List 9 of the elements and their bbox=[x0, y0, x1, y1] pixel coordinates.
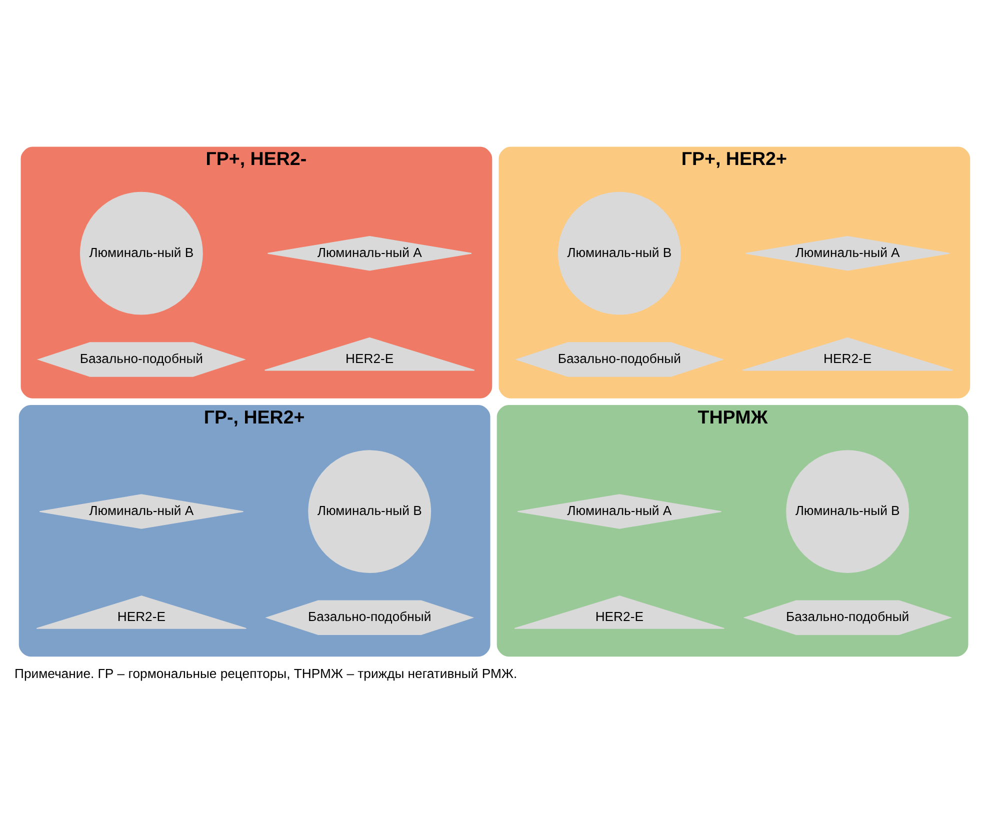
caption: Примечание. ГР – гормональные рецепторы, ТНРМЖ – трижды негативный РМЖ. bbox=[14, 665, 518, 680]
node-diamond: Люминаль-ный А bbox=[745, 235, 950, 270]
node-circle: Люминаль-ный В bbox=[308, 450, 432, 572]
node-diamond: Люминаль-ный А bbox=[267, 235, 472, 270]
node-circle: Люминаль-ный В bbox=[558, 191, 681, 314]
node-diamond: Люминаль-ный А bbox=[39, 494, 244, 528]
node-circle: Люминаль-ный В bbox=[786, 450, 910, 572]
node-circle: Люминаль-ный В bbox=[80, 191, 203, 314]
node-diamond: Люминаль-ный А bbox=[517, 494, 722, 528]
